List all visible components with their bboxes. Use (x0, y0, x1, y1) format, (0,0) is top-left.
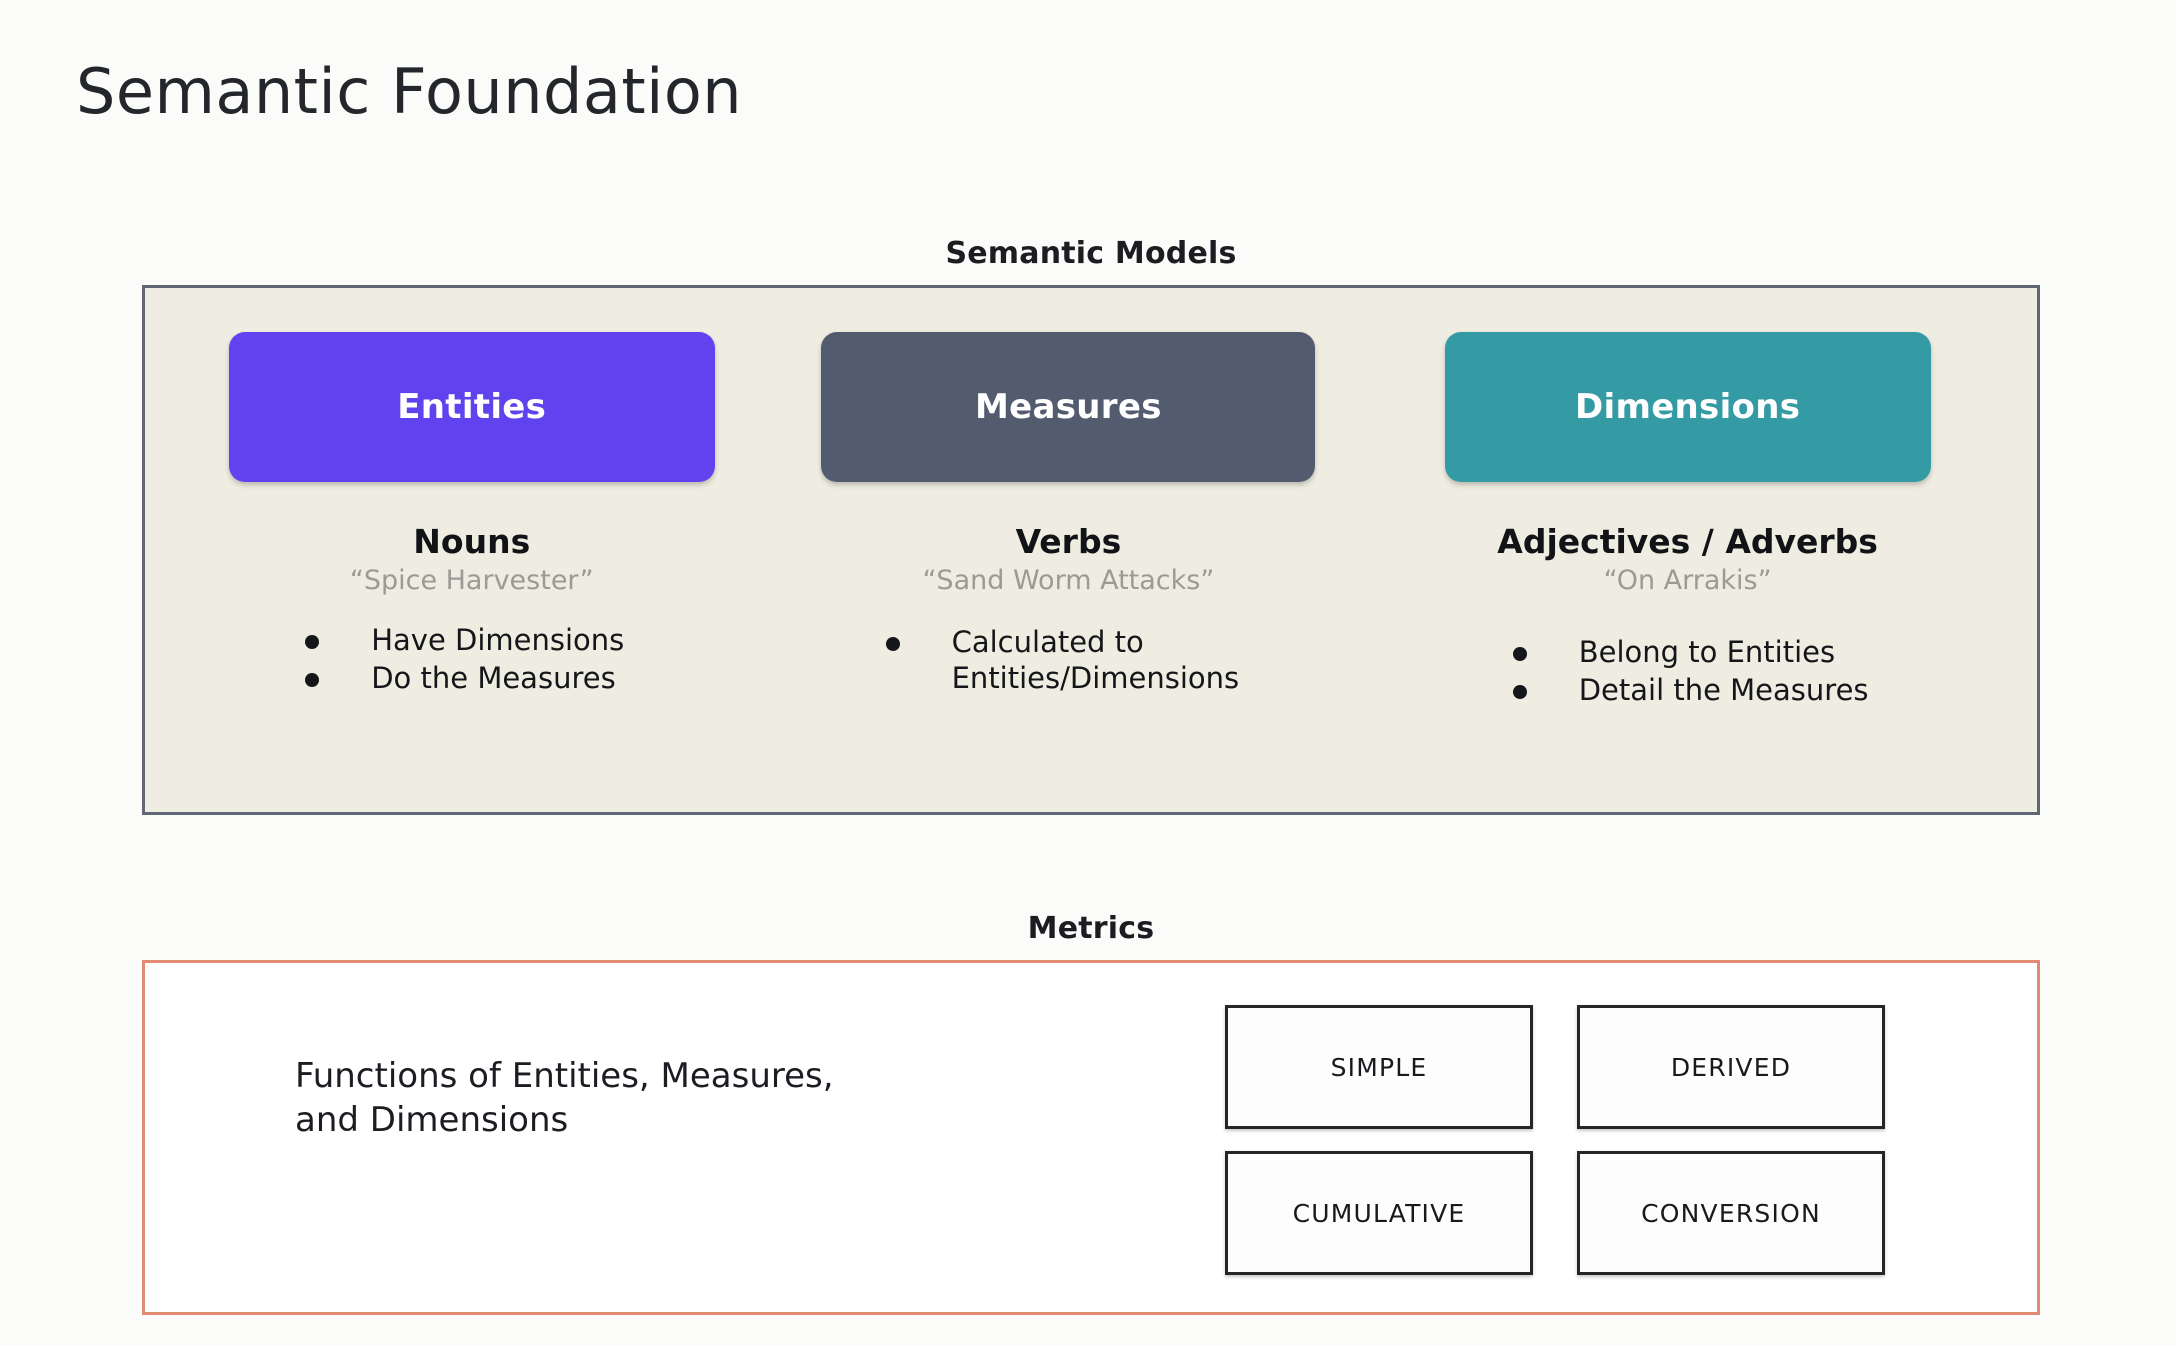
list-item: Have Dimensions (305, 623, 624, 658)
metrics-panel: Functions of Entities, Measures, and Dim… (142, 960, 2040, 1315)
metric-type-derived[interactable]: DERIVED (1577, 1005, 1885, 1129)
entities-example-text: “Spice Harvester” (349, 564, 594, 596)
bullet-dot-icon (305, 635, 320, 650)
entities-bullet-0: Have Dimensions (371, 623, 625, 658)
entities-role-label: Nouns (413, 522, 531, 561)
metrics-caption: Metrics (1027, 911, 1155, 946)
measures-example-text: “Sand Worm Attacks” (922, 564, 1215, 596)
bullet-dot-icon (1512, 684, 1527, 699)
dimensions-bullet-list: Belong to Entities Detail the Measures (1512, 635, 1869, 708)
dimensions-role-label: Adjectives / Adverbs (1497, 522, 1878, 561)
semantic-models-caption: Semantic Models (945, 236, 1237, 271)
list-item: Belong to Entities (1512, 635, 1869, 670)
metric-type-simple[interactable]: SIMPLE (1225, 1005, 1533, 1129)
semantic-models-columns: Entities Nouns “Spice Harvester” Have Di… (145, 288, 2037, 812)
entities-chip[interactable]: Entities (228, 332, 715, 482)
bullet-dot-icon (885, 637, 900, 652)
model-column-dimensions: Dimensions Adjectives / Adverbs “On Arra… (1380, 332, 1995, 812)
semantic-models-panel: Entities Nouns “Spice Harvester” Have Di… (142, 285, 2040, 815)
list-item: Calculated to Entities/Dimensions (885, 625, 1240, 696)
dimensions-chip[interactable]: Dimensions (1444, 332, 1931, 482)
model-column-measures: Measures Verbs “Sand Worm Attacks” Calcu… (757, 332, 1381, 812)
dimensions-bullet-0: Belong to Entities (1578, 635, 1836, 670)
metrics-description: Functions of Entities, Measures, and Dim… (295, 1056, 834, 1140)
measures-bullet-0: Calculated to Entities/Dimensions (951, 625, 1240, 695)
list-item: Do the Measures (305, 661, 624, 696)
entities-bullet-1: Do the Measures (371, 660, 616, 695)
dimensions-bullet-1: Detail the Measures (1578, 672, 1869, 707)
page-title: Semantic Foundation (76, 55, 743, 128)
metric-type-cumulative[interactable]: CUMULATIVE (1225, 1151, 1533, 1275)
metric-type-grid: SIMPLE DERIVED CUMULATIVE CONVERSION (1225, 1005, 1885, 1275)
measures-role-label: Verbs (1015, 522, 1122, 561)
measures-bullet-list: Calculated to Entities/Dimensions (885, 625, 1240, 696)
metric-type-conversion[interactable]: CONVERSION (1577, 1151, 1885, 1275)
bullet-dot-icon (305, 672, 320, 687)
entities-bullet-list: Have Dimensions Do the Measures (305, 623, 624, 696)
measures-chip[interactable]: Measures (821, 332, 1316, 482)
list-item: Detail the Measures (1512, 672, 1869, 708)
bullet-dot-icon (1512, 647, 1527, 662)
dimensions-example-text: “On Arrakis” (1603, 564, 1772, 596)
model-column-entities: Entities Nouns “Spice Harvester” Have Di… (187, 332, 757, 812)
